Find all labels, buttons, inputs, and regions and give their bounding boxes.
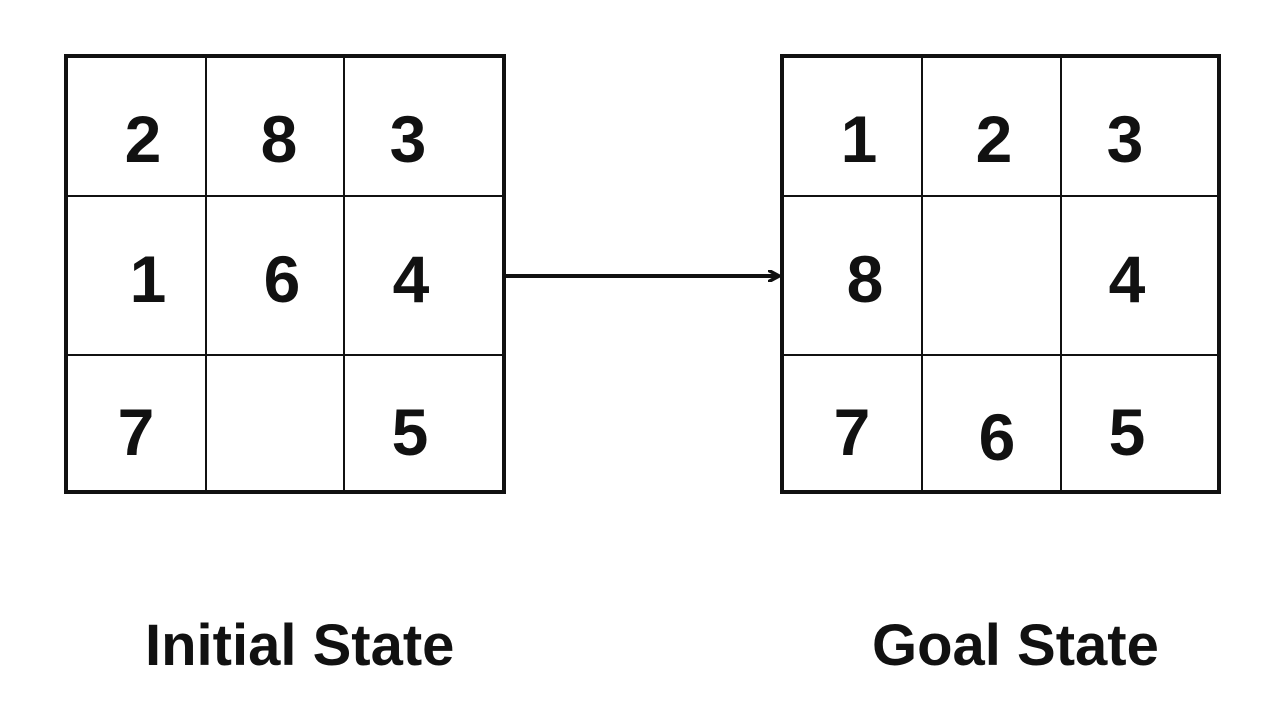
- goal-board: 1 2 3 8 4 7 6 5: [780, 54, 1221, 494]
- initial-tile: 3: [390, 102, 427, 176]
- goal-board-border: [780, 54, 1221, 494]
- goal-tile: 6: [979, 400, 1016, 474]
- initial-state-caption: Initial State: [145, 613, 455, 678]
- initial-tile: 5: [392, 395, 429, 469]
- initial-tile: 6: [264, 242, 301, 316]
- initial-board-border: [64, 54, 506, 494]
- goal-tile: 2: [976, 102, 1013, 176]
- goal-state-caption: Goal State: [872, 613, 1159, 678]
- goal-tile: 7: [834, 395, 871, 469]
- initial-board: 2 8 3 1 6 4 7 5: [64, 54, 506, 494]
- goal-tile: 3: [1107, 102, 1144, 176]
- goal-tile: 8: [847, 242, 884, 316]
- initial-tile: 1: [130, 242, 167, 316]
- goal-tile: 4: [1109, 242, 1146, 316]
- initial-tile: 8: [261, 102, 298, 176]
- initial-tile: 4: [393, 242, 430, 316]
- goal-tile: 1: [841, 102, 878, 176]
- initial-tile: 7: [118, 395, 155, 469]
- initial-tile: 2: [125, 102, 162, 176]
- goal-tile: 5: [1109, 395, 1146, 469]
